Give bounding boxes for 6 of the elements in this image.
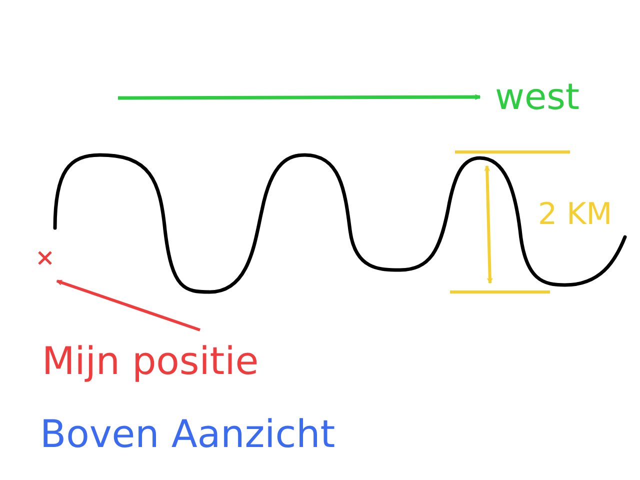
cross-mark	[36, 249, 54, 267]
position-label: Mijn positie	[42, 342, 260, 380]
arrow	[56, 280, 200, 332]
view-title: Boven Aanzicht	[40, 415, 336, 453]
direction-label: west	[495, 80, 580, 116]
dimension-label: 2 KM	[538, 200, 612, 230]
